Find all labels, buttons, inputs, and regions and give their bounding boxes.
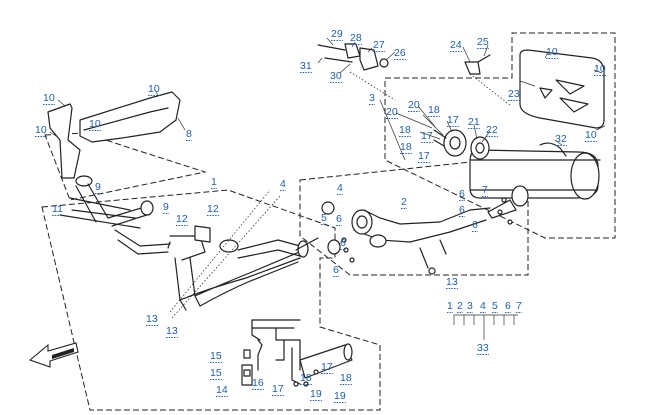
callout-13: 13 xyxy=(446,276,458,288)
callout-13: 13 xyxy=(166,325,178,337)
callout-20: 20 xyxy=(408,99,420,111)
callout-18: 18 xyxy=(399,124,411,136)
lower-tailpipe xyxy=(241,319,353,387)
callout-6: 6 xyxy=(472,219,478,231)
callout-25: 25 xyxy=(477,36,489,48)
front-pipe-2 xyxy=(295,185,529,275)
callout-21: 21 xyxy=(468,116,480,128)
callout-8: 8 xyxy=(186,128,192,140)
callout-10: 10 xyxy=(35,124,47,136)
callout-14: 14 xyxy=(216,384,228,396)
callout-22: 22 xyxy=(486,124,498,136)
callout-33-item-6: 6 xyxy=(505,300,511,312)
callout-18: 18 xyxy=(428,104,440,116)
callout-6: 6 xyxy=(459,188,465,200)
callout-33-item-3: 3 xyxy=(467,300,473,312)
callout-31: 31 xyxy=(300,60,312,72)
alignment-guides xyxy=(169,71,511,319)
callout-7: 7 xyxy=(482,184,488,196)
callout-6: 6 xyxy=(333,264,339,276)
callout-27: 27 xyxy=(373,39,385,51)
callout-17: 17 xyxy=(321,361,333,373)
callout-10: 10 xyxy=(546,46,558,58)
callout-18: 18 xyxy=(400,141,412,153)
callout-10: 10 xyxy=(148,83,160,95)
front-direction-arrow-icon xyxy=(28,342,79,368)
callout-6: 6 xyxy=(336,213,342,225)
callout-15: 15 xyxy=(210,367,222,379)
callout-29: 29 xyxy=(331,28,343,40)
callout-18: 18 xyxy=(340,372,352,384)
callout-33-item-5: 5 xyxy=(492,300,498,312)
callout-32: 32 xyxy=(555,133,567,145)
callout-20: 20 xyxy=(386,106,398,118)
group-outline-muffler xyxy=(384,32,616,239)
callout-28: 28 xyxy=(350,32,362,44)
callout-17: 17 xyxy=(421,130,433,142)
callout-17: 17 xyxy=(418,150,430,162)
callout-24: 24 xyxy=(450,39,462,51)
callout-12: 12 xyxy=(176,213,188,225)
callout-33-bracket xyxy=(453,314,518,340)
callout-19: 19 xyxy=(310,388,322,400)
callout-13: 13 xyxy=(146,313,158,325)
callout-11: 11 xyxy=(52,203,63,215)
callout-10: 10 xyxy=(594,63,606,75)
callout-33-item-2: 2 xyxy=(457,300,463,312)
callout-19: 19 xyxy=(334,390,346,402)
callout-2: 2 xyxy=(401,196,407,208)
callout-9: 9 xyxy=(95,181,101,193)
muffler xyxy=(469,49,605,200)
callout-6: 6 xyxy=(459,204,465,216)
callout-16: 16 xyxy=(252,377,264,389)
callout-33-item-1: 1 xyxy=(447,300,453,312)
callout-10: 10 xyxy=(43,92,55,104)
callout-5: 5 xyxy=(321,212,327,224)
mount-bracket-hardware xyxy=(317,43,491,75)
callout-10: 10 xyxy=(585,129,597,141)
callout-6: 6 xyxy=(340,237,346,249)
callout-17: 17 xyxy=(447,114,459,126)
callout-9: 9 xyxy=(163,201,169,213)
group-outline-exhaust-pipe xyxy=(41,189,381,411)
group-outline-heat-shield-8 xyxy=(44,132,207,201)
callout-10: 10 xyxy=(89,118,101,130)
callout-3: 3 xyxy=(369,92,375,104)
callout-15: 15 xyxy=(210,350,222,362)
callout-12: 12 xyxy=(207,203,219,215)
callout-4: 4 xyxy=(337,182,343,194)
callout-18: 18 xyxy=(300,372,312,384)
callout-33: 33 xyxy=(477,342,489,354)
callout-labels: 29 28 27 26 31 30 24 25 10 10 23 3 20 20… xyxy=(35,28,606,403)
muffler-inlet-gaskets xyxy=(433,129,490,160)
exhaust-pipe-assembly xyxy=(59,175,309,311)
callout-33-item-7: 7 xyxy=(516,300,522,312)
callout-17: 17 xyxy=(272,383,284,395)
callout-1: 1 xyxy=(211,176,217,188)
heat-shield-8 xyxy=(47,91,181,179)
callout-26: 26 xyxy=(394,47,406,59)
callout-4: 4 xyxy=(280,178,286,190)
callout-30: 30 xyxy=(330,70,342,82)
callout-33-item-4: 4 xyxy=(480,300,486,312)
callout-23: 23 xyxy=(508,88,520,100)
